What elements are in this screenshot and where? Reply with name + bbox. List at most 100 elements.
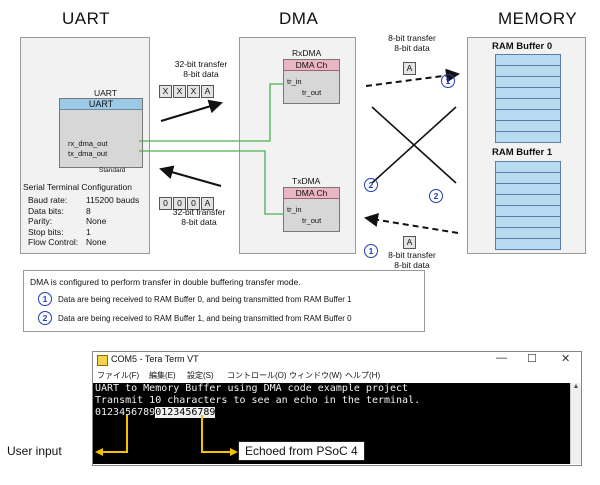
callout-connectors [95, 415, 238, 456]
txdma-title: DMA Ch [284, 188, 339, 199]
txdma-label: TxDMA [292, 176, 321, 186]
menu-control[interactable]: コントロール(O) [227, 371, 287, 380]
user-input-label: User input [7, 444, 62, 458]
echoed-connector [201, 415, 230, 453]
serial-config-heading: Serial Terminal Configuration [23, 182, 132, 192]
mem-transfer-bottom-line2: 8-bit data [394, 260, 430, 270]
mem-transfer-top-label: 8-bit transfer 8-bit data [382, 33, 442, 53]
step-1-marker: 1 [38, 292, 52, 306]
config-label: Stop bits: [28, 226, 64, 237]
mem-transfer-top-line1: 8-bit transfer [388, 33, 436, 43]
memory-to-txdma-arrow [364, 213, 459, 234]
legend-box: DMA is configured to perform transfer in… [23, 270, 425, 332]
rxdma-label: RxDMA [292, 48, 322, 58]
config-label: Flow Control: [28, 237, 79, 247]
legend-heading: DMA is configured to perform transfer in… [30, 277, 301, 287]
mem-transfer-bottom-line1: 8-bit transfer [388, 250, 436, 260]
step-2-marker: 2 [364, 178, 378, 192]
rxdma-tr-in: tr_in [287, 77, 302, 86]
txdma-tr-in: tr_in [287, 205, 302, 214]
serial-config-table: Baud rate:115200 bauds Data bits:8 Parit… [28, 195, 139, 248]
maximize-button[interactable]: ☐ [527, 353, 537, 365]
legend-item-1-text: Data are being received to RAM Buffer 0,… [58, 295, 352, 304]
echoed-callout: Echoed from PSoC 4 [238, 441, 365, 461]
data-cell: X [159, 85, 172, 98]
step-2-marker: 2 [38, 311, 52, 325]
data-cell: 0 [159, 197, 172, 210]
step-1-marker: 1 [441, 74, 455, 88]
typed-text: 0123456789 [95, 407, 156, 418]
rxdma-tr-out: tr_out [302, 88, 322, 97]
transfer-top-line2: 8-bit data [183, 69, 219, 79]
uart-footer: Standard [99, 167, 126, 174]
diagram-connectors [139, 68, 460, 234]
config-value: None [86, 216, 107, 226]
ram-buffer-0-label: RAM Buffer 0 [492, 41, 553, 52]
dma-section-title: DMA [279, 9, 319, 28]
config-value: 1 [86, 226, 91, 237]
terminal-title: COM5 - Tera Term VT [111, 354, 199, 364]
uart-panel: UART UART rx_dma_out tx_dma_out Standard… [20, 37, 150, 254]
legend-item-1: 1 Data are being received to RAM Buffer 0… [38, 292, 352, 306]
terminal-line: 01234567890123456789 [95, 407, 571, 419]
ram-buffer-0 [495, 54, 561, 143]
transfer-top-label: 32-bit transfer 8-bit data [166, 59, 236, 79]
rxdma-to-memory-arrow [365, 68, 460, 87]
config-value: None [86, 237, 107, 247]
mem-transfer-top-line2: 8-bit data [394, 43, 430, 53]
ram-buffer-1-label: RAM Buffer 1 [492, 147, 553, 158]
legend-item-2-text: Data are being received to RAM Buffer 1,… [58, 314, 352, 323]
terminal-line: Transmit 10 characters to see an echo in… [95, 395, 421, 406]
terminal-menubar: ファイル(F) 編集(E) 設定(S) コントロール(O) ウィンドウ(W) ヘ… [93, 368, 581, 382]
data-cell: X [187, 85, 200, 98]
menu-edit[interactable]: 編集(E) [149, 371, 176, 380]
uart-component-label: UART [94, 88, 117, 98]
data-cell: 0 [187, 197, 200, 210]
menu-file[interactable]: ファイル(F) [97, 371, 140, 380]
txdma-to-uart-arrow [159, 165, 222, 187]
rxdma-component: DMA Ch tr_in tr_out [283, 59, 340, 104]
mem-transfer-bottom-label: 8-bit transfer 8-bit data [382, 250, 442, 270]
menu-window[interactable]: ウィンドウ(W) [289, 371, 342, 380]
uart-section-title: UART [62, 9, 110, 28]
scroll-up-icon[interactable]: ▲ [572, 383, 580, 390]
close-button[interactable]: ✕ [561, 353, 571, 365]
rx-dma-out-port: rx_dma_out [68, 139, 108, 148]
user-input-connector [103, 415, 128, 453]
config-label: Parity: [28, 216, 53, 226]
config-value: 115200 bauds [86, 195, 140, 205]
ram-buffer-1 [495, 161, 561, 250]
tx-wire [139, 150, 284, 215]
memory-panel: RAM Buffer 0 RAM Buffer 1 [467, 37, 586, 254]
txdma-component: DMA Ch tr_in tr_out [283, 187, 340, 232]
rx-wire [139, 83, 284, 142]
teraterm-app-icon [97, 355, 108, 366]
data-cell: 0 [173, 197, 186, 210]
uart-component: UART rx_dma_out tx_dma_out [59, 98, 143, 168]
txdma-tr-out: tr_out [302, 216, 322, 225]
rxdma-title: DMA Ch [284, 60, 339, 71]
terminal-scrollbar[interactable]: ▲ [570, 383, 581, 464]
config-label: Baud rate: [28, 195, 68, 205]
transfer-top-line1: 32-bit transfer [174, 59, 228, 69]
legend-item-2: 2 Data are being received to RAM Buffer 1… [38, 311, 352, 325]
cross-line-2 [371, 106, 457, 184]
user-input-arrowhead [95, 448, 103, 456]
transfer-bottom-label: 32-bit transfer 8-bit data [164, 207, 234, 227]
data-cell: X [173, 85, 186, 98]
uart-to-rxdma-arrow [160, 99, 223, 122]
transfer-bottom-line1: 32-bit transfer [172, 207, 226, 217]
uart-component-title: UART [60, 99, 142, 110]
dma-panel: RxDMA DMA Ch tr_in tr_out TxDMA DMA Ch t… [239, 37, 356, 254]
menu-setup[interactable]: 設定(S) [187, 371, 214, 380]
terminal-line: UART to Memory Buffer using DMA code exa… [95, 383, 409, 394]
data-cell: A [201, 85, 214, 98]
memory-section-title: MEMORY [498, 9, 578, 28]
step-2-marker: 2 [429, 189, 443, 203]
transfer-bottom-line2: 8-bit data [181, 217, 217, 227]
step-1-marker: 1 [364, 244, 378, 258]
menu-help[interactable]: ヘルプ(H) [345, 371, 381, 380]
minimize-button[interactable]: — [496, 352, 507, 364]
